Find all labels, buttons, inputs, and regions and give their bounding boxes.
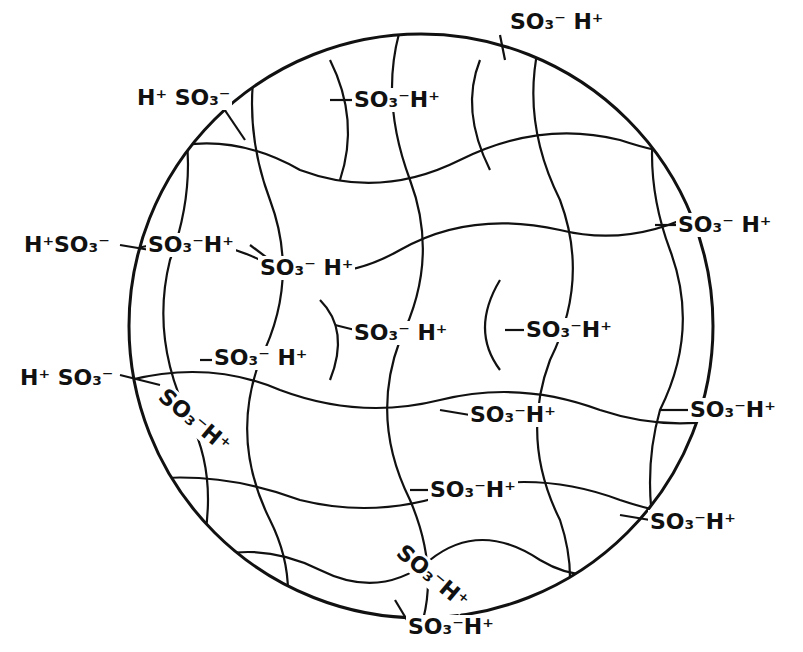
group-label: SO₃⁻H⁺ [688,398,778,422]
group-label: SO₃⁻H⁺ [146,233,236,257]
group-label: H⁺ SO₃⁻ [18,366,115,390]
group-label: SO₃⁻ H⁺ [508,10,605,34]
bead-outline [129,34,713,618]
group-label: SO₃⁻H⁺ [468,403,558,427]
group-label: SO₃⁻H⁺ [648,510,738,534]
group-label: SO₃⁻ H⁺ [258,256,355,280]
group-label: SO₃⁻ H⁺ [352,321,449,345]
group-label: SO₃⁻H⁺ [352,88,442,112]
group-label: SO₃⁻ H⁺ [676,213,773,237]
group-label: SO₃⁻ H⁺ [212,346,309,370]
polymer-network [130,30,720,640]
stub-lines [120,35,690,625]
group-label: H⁺ SO₃⁻ [135,86,232,110]
group-label: SO₃⁻H⁺ [152,383,236,459]
group-label: SO₃⁻H⁺ [428,478,518,502]
group-label: H⁺SO₃⁻ [22,233,112,257]
group-label: SO₃⁻H⁺ [524,318,614,342]
group-label: SO₃⁻H⁺ [406,615,496,639]
